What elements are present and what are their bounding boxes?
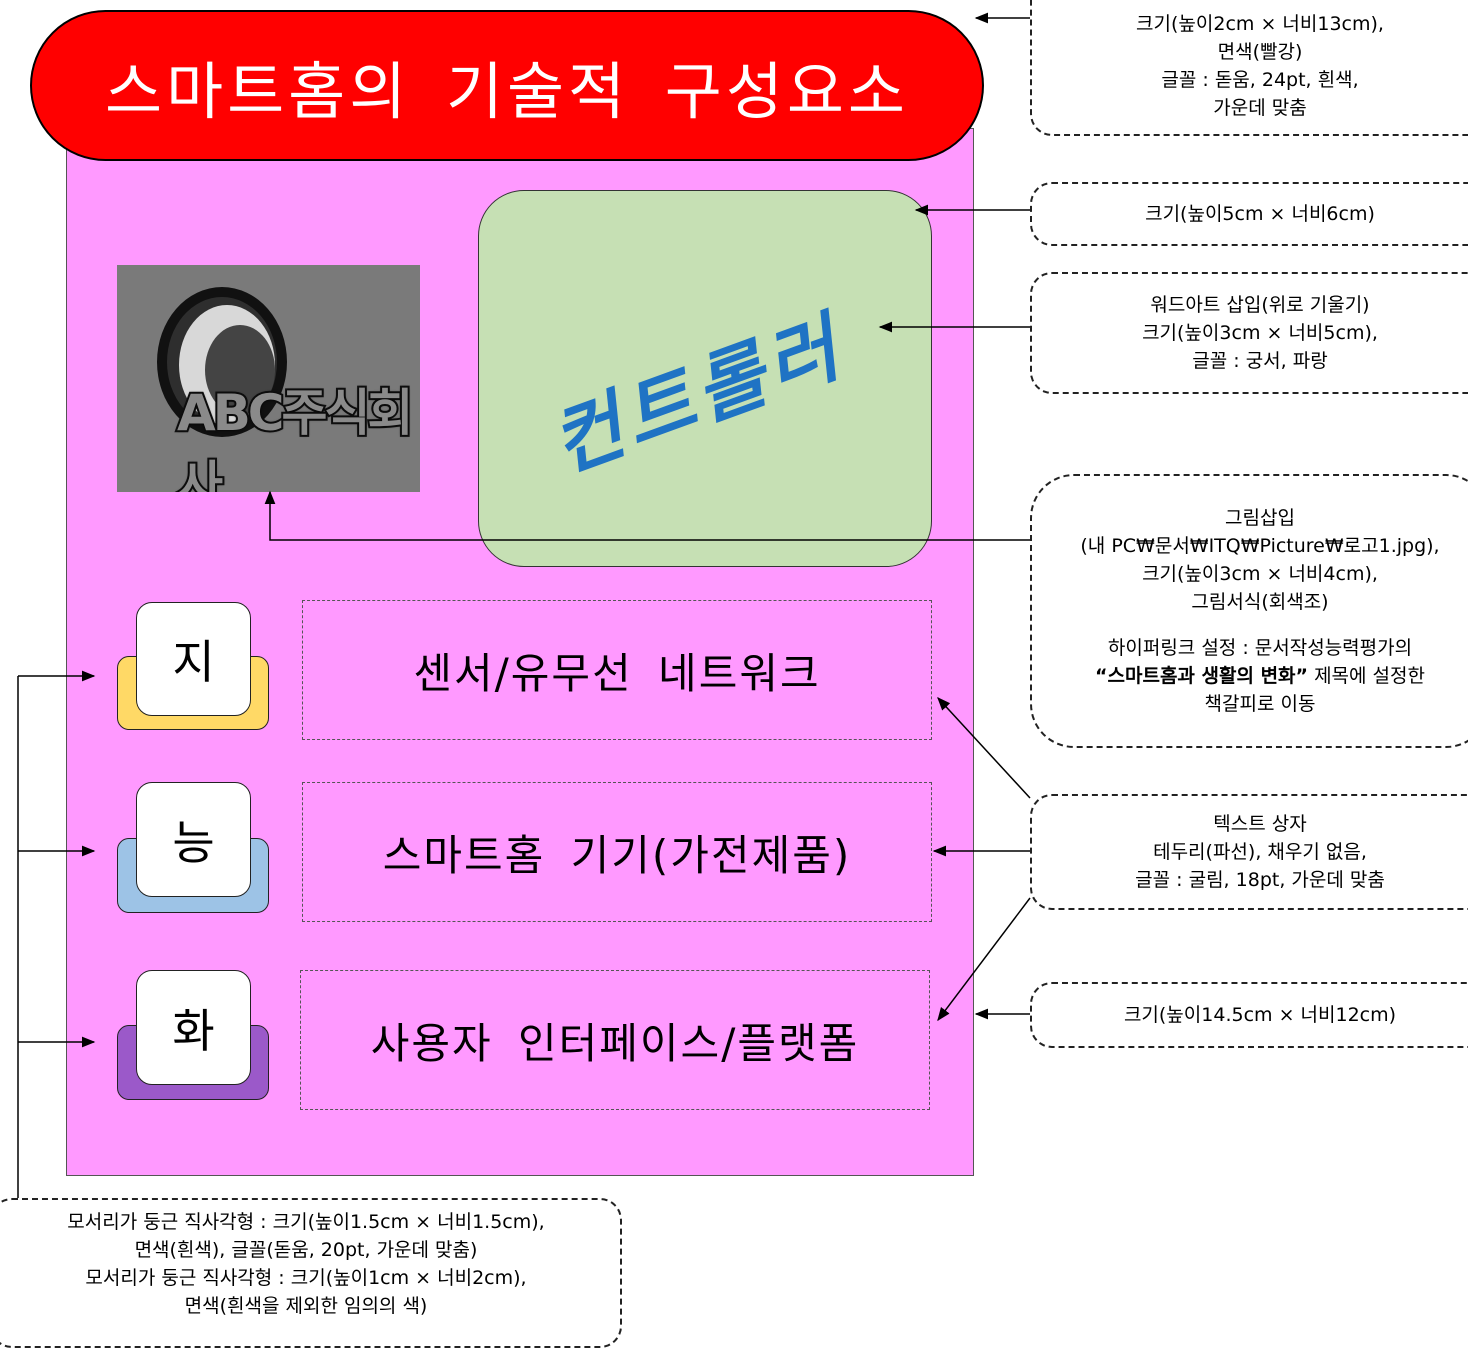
item-text-box-1: 센서/유무선 네트워크 [302, 600, 932, 740]
item-label-1: 센서/유무선 네트워크 [413, 648, 821, 698]
arrow-textbox-1 [937, 697, 1031, 799]
logo-text: ABC주식회사 [175, 382, 416, 492]
title-text: 스마트홈의 기술적 구성요소 [105, 54, 909, 128]
item-char-card-3: 화 [136, 970, 251, 1085]
item-label-2: 스마트홈 기기(가전제품) [382, 830, 852, 880]
title-note: 크기(높이2cm × 너비13cm), 면색(빨강) 글꼴 : 돋움, 24pt… [1030, 0, 1468, 136]
hyperlink-bookmark-line: “스마트홈과 생활의 변화” 제목에 설정한 [1095, 665, 1425, 687]
arrow-textbox-3 [937, 897, 1031, 1022]
arrow-picture [264, 490, 1030, 541]
panel-size-note: 크기(높이14.5cm × 너비12cm) [1030, 982, 1468, 1048]
item-char-card-2: 능 [136, 782, 251, 897]
company-logo-image[interactable]: ABC주식회사 [117, 265, 420, 492]
rounded-rectangle [478, 190, 932, 567]
logo-swirl-core [205, 325, 275, 415]
rectangle-note: 크기(높이5cm × 너비6cm) [1030, 182, 1468, 246]
item-char-2: 능 [172, 815, 215, 870]
rounded-rect-note: 모서리가 둥근 직사각형 : 크기(높이1.5cm × 너비1.5cm), 면색… [0, 1198, 622, 1348]
item-text-box-2: 스마트홈 기기(가전제품) [302, 782, 932, 922]
item-char-3: 화 [172, 1003, 215, 1058]
wordart-note: 워드아트 삽입(위로 기울기) 크기(높이3cm × 너비5cm), 글꼴 : … [1030, 272, 1468, 394]
picture-note: 그림삽입 (내 PC₩문서₩ITQ₩Picture₩로고1.jpg), 크기(높… [1030, 474, 1468, 748]
title-banner: 스마트홈의 기술적 구성요소 [30, 10, 984, 161]
item-text-box-3: 사용자 인터페이스/플랫폼 [300, 970, 930, 1110]
item-char-card-1: 지 [136, 602, 251, 716]
item-label-3: 사용자 인터페이스/플랫폼 [370, 1018, 860, 1068]
textbox-note: 텍스트 상자 테두리(파선), 채우기 없음, 글꼴 : 굴림, 18pt, 가… [1030, 794, 1468, 910]
item-char-1: 지 [172, 635, 215, 689]
